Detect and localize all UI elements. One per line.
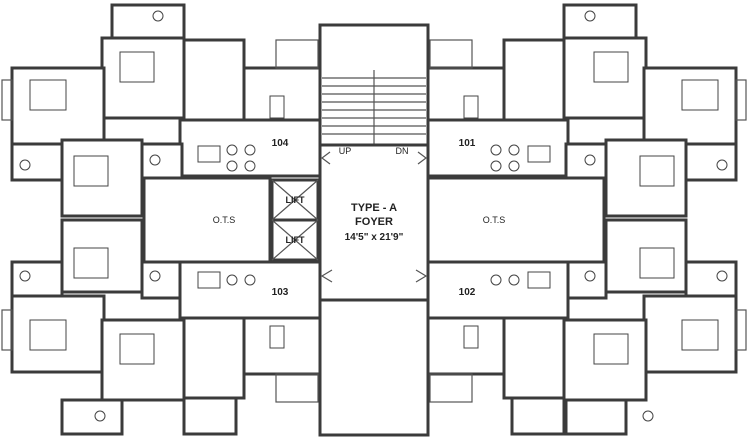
unit-101-label: 101 xyxy=(459,138,476,149)
bed xyxy=(681,319,719,351)
lower-lobby xyxy=(318,298,430,437)
stair-up-label: UP xyxy=(339,146,352,156)
bed xyxy=(29,319,67,351)
toilet xyxy=(564,260,608,300)
foyer-size-label: 14'5" x 21'9" xyxy=(345,232,404,243)
stair-down-label: DN xyxy=(396,146,409,156)
toilet xyxy=(684,260,738,298)
balcony xyxy=(1,309,13,351)
bed xyxy=(593,51,629,83)
wc xyxy=(642,410,654,422)
chair xyxy=(490,274,502,286)
balcony xyxy=(1,79,13,121)
dining-table xyxy=(463,325,479,349)
bed xyxy=(639,247,675,279)
sofa xyxy=(527,271,551,289)
unit-102-label: 102 xyxy=(459,287,476,298)
sofa xyxy=(527,145,551,163)
wc xyxy=(94,410,106,422)
sofa xyxy=(197,145,221,163)
toilet-room xyxy=(110,3,186,43)
bed xyxy=(73,155,109,187)
balcony xyxy=(735,309,747,351)
ots-left xyxy=(142,176,272,264)
arrow-left-icon xyxy=(320,269,333,283)
chair xyxy=(226,160,238,172)
unit-104-label: 104 xyxy=(272,138,289,149)
ots-right-label: O.T.S xyxy=(483,215,506,225)
unit-103-label: 103 xyxy=(272,287,289,298)
chair xyxy=(490,144,502,156)
wc xyxy=(716,270,728,282)
toilet-room xyxy=(510,396,566,436)
arrow-right-icon xyxy=(415,269,428,283)
balcony xyxy=(275,39,319,69)
passage xyxy=(182,38,246,122)
dining-table xyxy=(269,325,285,349)
right-wing xyxy=(426,3,747,436)
bed xyxy=(73,247,109,279)
chair xyxy=(226,144,238,156)
sofa xyxy=(197,271,221,289)
bed xyxy=(593,333,629,365)
passage xyxy=(502,316,566,400)
bed xyxy=(119,333,155,365)
wc xyxy=(152,10,164,22)
toilet-room xyxy=(564,398,628,436)
left-wing xyxy=(1,3,322,436)
ots-left-label: O.T.S xyxy=(213,215,236,225)
foyer-name-label: FOYER xyxy=(355,216,393,228)
living-room-103 xyxy=(178,260,322,320)
bed xyxy=(639,155,675,187)
toilet xyxy=(140,260,184,300)
lift-upper-label: LIFT xyxy=(286,195,305,205)
lift-lower-label: LIFT xyxy=(286,235,305,245)
passage xyxy=(182,316,246,400)
toilet xyxy=(684,142,738,182)
bed xyxy=(119,51,155,83)
wc xyxy=(716,159,728,171)
stair-treads xyxy=(322,77,426,135)
chair xyxy=(508,144,520,156)
dining-table xyxy=(269,95,285,119)
living-room-102 xyxy=(426,260,570,320)
toilet xyxy=(10,142,64,182)
chair xyxy=(490,160,502,172)
bed xyxy=(681,79,719,111)
chair xyxy=(226,274,238,286)
balcony xyxy=(429,373,473,403)
wc xyxy=(19,159,31,171)
arrow-left-icon xyxy=(321,151,331,165)
chair xyxy=(508,160,520,172)
toilet-room xyxy=(60,398,124,436)
balcony xyxy=(429,39,473,69)
chair xyxy=(244,160,256,172)
wc xyxy=(19,270,31,282)
wc xyxy=(149,270,161,282)
foyer xyxy=(318,143,430,302)
toilet xyxy=(10,260,64,298)
toilet-room xyxy=(182,396,238,436)
toilet xyxy=(140,142,184,182)
dining-table xyxy=(463,95,479,119)
balcony xyxy=(275,373,319,403)
wc xyxy=(584,10,596,22)
arrow-right-icon xyxy=(417,151,427,165)
chair xyxy=(244,144,256,156)
toilet-room xyxy=(562,3,638,43)
core xyxy=(270,23,430,437)
wc xyxy=(584,270,596,282)
chair xyxy=(508,274,520,286)
bed xyxy=(29,79,67,111)
foyer-type-label: TYPE - A xyxy=(351,202,397,214)
wc xyxy=(149,154,161,166)
passage xyxy=(502,38,566,122)
balcony xyxy=(735,79,747,121)
chair xyxy=(244,274,256,286)
wc xyxy=(584,154,596,166)
ots-right xyxy=(426,176,606,264)
